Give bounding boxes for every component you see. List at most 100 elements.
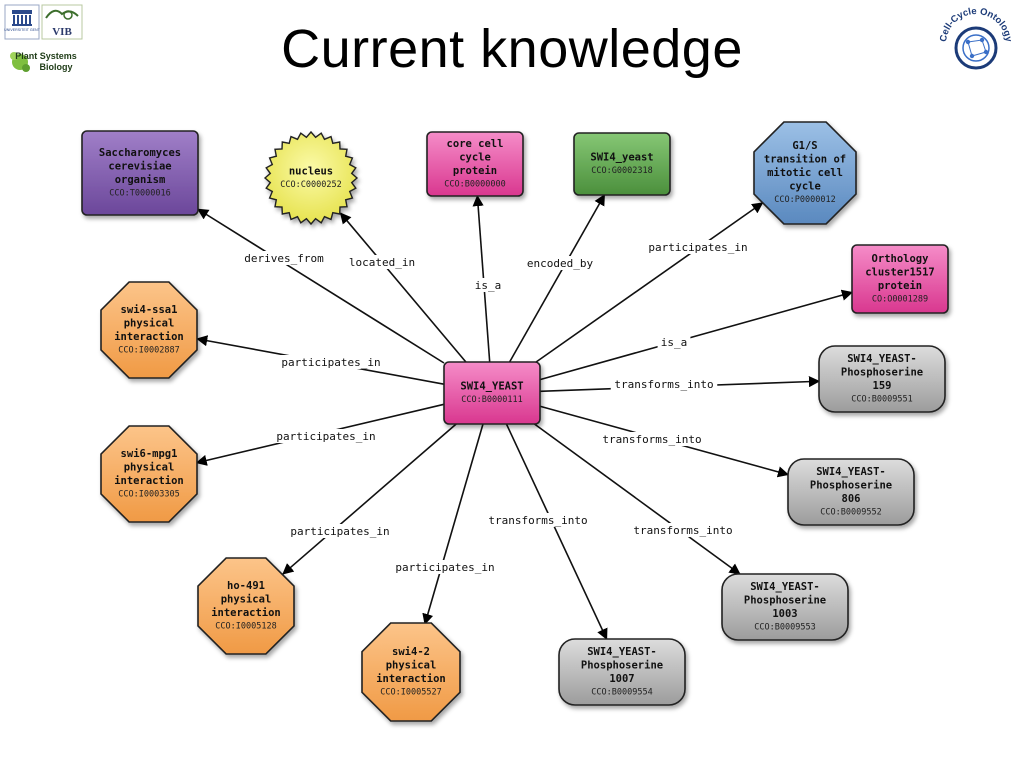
edge-swi4yeast: [508, 194, 606, 363]
node-cco-id: CO:O0001289: [872, 294, 928, 304]
node-label: ho-491: [227, 580, 265, 592]
node-cco-id: CCO:I0002887: [118, 345, 179, 355]
node-saccharomyces[interactable]: [81, 130, 199, 216]
edge-label-bg: [286, 524, 394, 538]
node-swi4yeast[interactable]: [573, 132, 671, 196]
plant-systems-biology-logo: Plant Systems Biology: [10, 51, 77, 72]
node-label: SWI4_yeast: [590, 151, 653, 163]
node-shape: [100, 281, 198, 379]
node-core[interactable]: [426, 131, 524, 197]
node-shape: [851, 244, 949, 314]
node-label: physical: [221, 593, 272, 605]
node-label: SWI4_YEAST-: [847, 353, 917, 365]
node-shape: [426, 131, 524, 197]
node-label: protein: [878, 280, 922, 292]
edge-label-bg: [277, 355, 385, 369]
node-orthology[interactable]: [851, 244, 949, 314]
node-label: transition of: [764, 154, 846, 166]
node-label: physical: [386, 659, 437, 671]
node-shape: [787, 458, 915, 526]
node-center[interactable]: [443, 361, 541, 425]
node-ph159[interactable]: [818, 345, 946, 413]
node-label: physical: [124, 461, 175, 473]
node-cco-id: CCO:I0005527: [380, 687, 441, 697]
node-label: Saccharomyces: [99, 147, 181, 159]
node-label: interaction: [211, 607, 281, 619]
edge-label: is_a: [661, 336, 688, 349]
node-nucleus[interactable]: [263, 130, 359, 226]
node-label: core cell: [447, 138, 504, 150]
edge-label: participates_in: [648, 241, 747, 254]
node-cco-id: CCO:G0002318: [591, 166, 652, 176]
node-g1s[interactable]: [753, 121, 857, 225]
node-label: SWI4_YEAST-: [587, 646, 657, 658]
node-shape: [197, 557, 295, 655]
node-label: 159: [873, 380, 892, 392]
node-label: 806: [842, 493, 861, 505]
edge-label-bg: [240, 251, 328, 265]
node-shape: [81, 130, 199, 216]
edge-label: encoded_by: [527, 257, 594, 270]
node-label: Phosphoserine: [810, 479, 892, 491]
node-shape: [753, 121, 857, 225]
edge-nucleus: [339, 212, 467, 363]
edge-label-bg: [345, 255, 419, 269]
edge-label: participates_in: [395, 561, 494, 574]
node-label: swi4-2: [392, 646, 430, 658]
slide-title: Current knowledge: [281, 19, 743, 79]
node-shape: [721, 573, 849, 641]
node-cco-id: CCO:B0009552: [820, 507, 881, 517]
node-label: cerevisiae: [108, 160, 171, 172]
node-label: 1007: [609, 673, 634, 685]
node-label: Orthology: [872, 253, 930, 265]
node-label: Phosphoserine: [581, 659, 663, 671]
edge-label: participates_in: [276, 430, 375, 443]
vib-logo: [41, 4, 83, 40]
edge-orthology: [539, 289, 854, 381]
node-cco-id: CCO:B0009553: [754, 622, 815, 632]
edge-label-bg: [629, 523, 737, 537]
node-ssa1[interactable]: [100, 281, 198, 379]
node-label: interaction: [114, 475, 184, 487]
node-shape: [443, 361, 541, 425]
edge-label-bg: [610, 377, 718, 391]
node-cco-id: CCO:B0009554: [591, 687, 652, 697]
node-label: protein: [453, 165, 497, 177]
node-label: Phosphoserine: [744, 594, 826, 606]
node-swi6[interactable]: [100, 425, 198, 523]
institution-logos: UNIVERSITEIT GENT VIB Plant Systems Biol…: [4, 4, 83, 72]
edge-label: is_a: [475, 279, 502, 292]
node-shape: [361, 622, 461, 722]
cell-cycle-ontology-logo: Cell-Cycle Ontology: [938, 6, 1014, 70]
node-shape: [573, 132, 671, 196]
edge-label-bg: [471, 278, 505, 292]
node-label: Phosphoserine: [841, 366, 923, 378]
node-label: SWI4_YEAST-: [750, 581, 820, 593]
psb-text-1: Plant Systems: [15, 51, 77, 61]
ugent-text: UNIVERSITEIT GENT: [4, 28, 40, 32]
node-shape: [263, 130, 359, 226]
node-label: interaction: [114, 331, 184, 343]
node-label: cluster1517: [865, 266, 935, 278]
edge-label: located_in: [349, 256, 415, 269]
edge-label-bg: [272, 429, 380, 443]
edge-label-bg: [644, 240, 752, 254]
node-cco-id: CCO:P0000012: [774, 195, 835, 205]
node-shape: [818, 345, 946, 413]
edge-label: derives_from: [244, 252, 324, 265]
node-shape: [100, 425, 198, 523]
edge-label-bg: [523, 256, 597, 270]
node-ph1003[interactable]: [721, 573, 849, 641]
node-cco-id: CCO:T0000016: [109, 188, 170, 198]
vib-text: VIB: [52, 26, 72, 38]
node-cco-id: CCO:B0000111: [461, 395, 522, 405]
node-cco-id: CCO:B0000000: [444, 179, 505, 189]
edge-label: participates_in: [290, 525, 389, 538]
node-label: SWI4_YEAST: [460, 380, 523, 392]
node-ho491[interactable]: [197, 557, 295, 655]
edge-label: transforms_into: [633, 524, 732, 537]
node-ph806[interactable]: [787, 458, 915, 526]
node-ph1007[interactable]: [558, 638, 686, 706]
node-swi42[interactable]: [361, 622, 461, 722]
